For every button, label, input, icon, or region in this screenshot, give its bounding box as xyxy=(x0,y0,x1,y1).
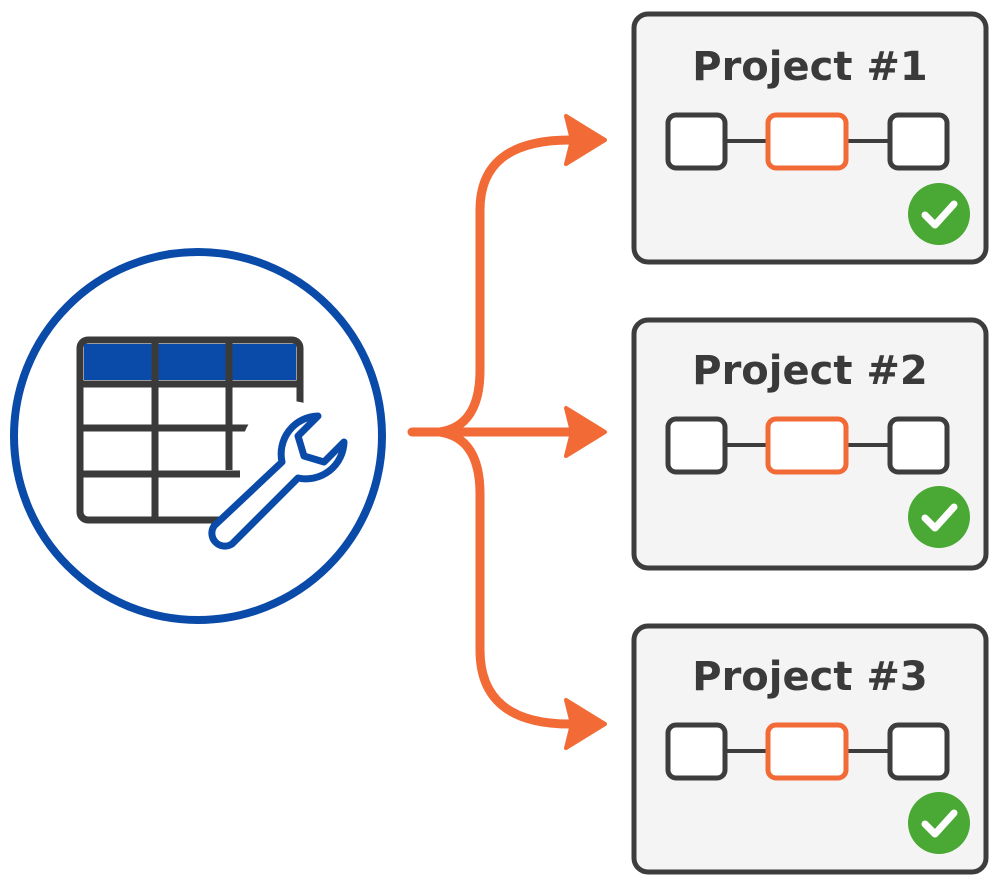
workflow-node xyxy=(665,722,728,781)
arrow-to-project-1 xyxy=(435,135,575,437)
project-card: Project #1 xyxy=(631,11,989,265)
project-title: Project #1 xyxy=(692,44,927,90)
project-card: Project #2 xyxy=(631,317,989,571)
workflow-node-active xyxy=(765,722,849,781)
distribution-arrows xyxy=(407,135,580,729)
arrow-to-project-3 xyxy=(435,427,575,729)
workflow-node xyxy=(887,722,950,781)
workflow-node xyxy=(665,112,728,171)
workflow-node-active xyxy=(765,112,849,171)
template-source xyxy=(10,248,386,624)
arrowhead-project-2 xyxy=(564,406,607,458)
workflow-diagram xyxy=(665,722,950,781)
wrench-icon xyxy=(208,401,362,580)
table-header-cell xyxy=(232,344,296,380)
workflow-node xyxy=(665,416,728,475)
workflow-node xyxy=(887,416,950,475)
checkmark-icon xyxy=(908,183,970,245)
table-header-cell xyxy=(84,344,152,380)
workflow-node-active xyxy=(765,416,849,475)
checkmark-icon xyxy=(908,486,970,548)
table-header-cell xyxy=(158,344,226,380)
arrowheads xyxy=(564,114,607,750)
arrowhead-project-3 xyxy=(564,698,607,750)
project-title: Project #3 xyxy=(692,654,927,700)
project-title: Project #2 xyxy=(692,348,927,394)
checkmark-icon xyxy=(908,792,970,854)
workflow-node xyxy=(887,112,950,171)
workflow-diagram xyxy=(665,112,950,171)
table-with-wrench-icon xyxy=(76,336,362,580)
arrowhead-project-1 xyxy=(564,114,607,166)
workflow-diagram xyxy=(665,416,950,475)
project-card: Project #3 xyxy=(631,623,989,875)
